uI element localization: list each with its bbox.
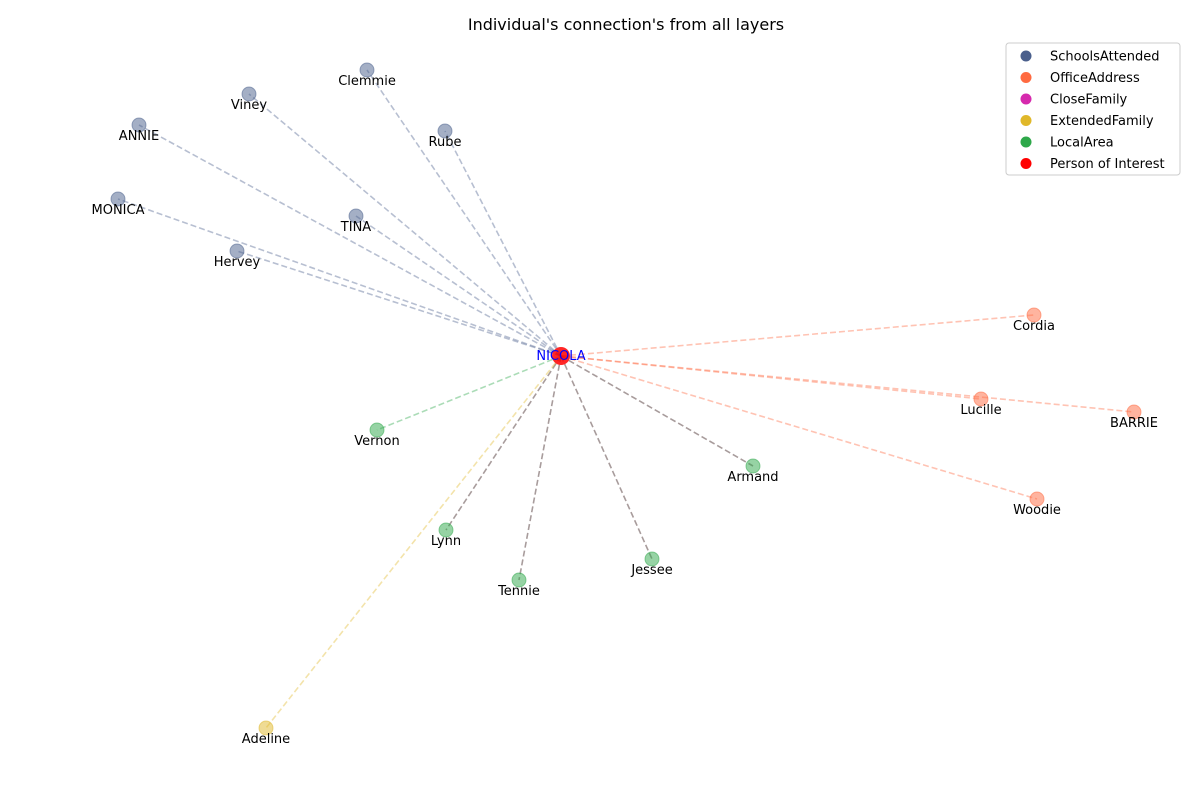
legend-label: Person of Interest (1050, 157, 1165, 172)
legend-item-person-of-interest: Person of Interest (1020, 157, 1165, 172)
node-label-lynn: Lynn (431, 534, 461, 549)
edge-jessee (560, 355, 653, 560)
edge-monica (117, 198, 562, 357)
node-tina (348, 208, 364, 224)
node-label-woodie: Woodie (1013, 503, 1061, 518)
node-label-adeline: Adeline (242, 732, 290, 747)
legend-marker (1020, 158, 1032, 169)
node-label-armand: Armand (727, 470, 778, 485)
node-hervey (229, 243, 245, 259)
edge-viney (248, 93, 562, 357)
legend-label: SchoolsAttended (1050, 50, 1160, 65)
legend-label: ExtendedFamily (1050, 114, 1154, 129)
legend-item-localarea: LocalArea (1020, 136, 1114, 151)
node-barrie (1126, 404, 1142, 420)
edge-hervey (236, 250, 562, 357)
edge-clemmie (366, 69, 562, 357)
node-monica (110, 191, 126, 207)
node-lucille (973, 391, 989, 407)
edge-tina (355, 215, 562, 357)
node-label-cordia: Cordia (1013, 319, 1055, 334)
node-armand (745, 458, 761, 474)
node-label-annie: ANNIE (119, 129, 159, 144)
node-label-clemmie: Clemmie (338, 74, 396, 89)
node-label-rube: Rube (429, 135, 462, 150)
legend-marker (1020, 72, 1032, 83)
node-adeline (258, 720, 274, 736)
node-woodie (1029, 491, 1045, 507)
legend-marker (1020, 115, 1032, 126)
node-clemmie (359, 62, 375, 78)
node-jessee (644, 551, 660, 567)
edge-tennie (518, 355, 562, 581)
edge-vernon (376, 355, 562, 431)
edge-rube (444, 130, 562, 357)
chart-title: Individual's connection's from all layer… (468, 15, 784, 34)
legend-item-extendedfamily: ExtendedFamily (1020, 114, 1154, 129)
node-center (552, 347, 570, 365)
node-vernon (369, 422, 385, 438)
edge-lucille (560, 355, 982, 400)
nodes (110, 62, 1142, 736)
edge-barrie (560, 355, 1135, 413)
node-label-tina: TINA (340, 220, 371, 235)
edge-annie (138, 124, 562, 357)
edge-lynn (445, 355, 562, 531)
edge-adeline (265, 355, 562, 729)
legend-label: LocalArea (1050, 136, 1114, 151)
legend-marker (1020, 136, 1032, 148)
legend-label: CloseFamily (1050, 93, 1128, 108)
legend: SchoolsAttendedOfficeAddressCloseFamilyE… (1005, 42, 1181, 176)
legend-marker (1020, 50, 1032, 62)
node-label-lucille: Lucille (960, 403, 1001, 418)
node-label-jessee: Jessee (630, 563, 672, 578)
node-rube (437, 123, 453, 139)
edge-woodie (560, 355, 1038, 500)
node-label-vernon: Vernon (354, 434, 399, 449)
node-viney (241, 86, 257, 102)
node-label-barrie: BARRIE (1110, 416, 1158, 431)
node-lynn (438, 522, 454, 538)
node-tennie (511, 572, 527, 588)
node-cordia (1026, 307, 1042, 323)
node-annie (131, 117, 147, 133)
node-label-viney: Viney (231, 98, 267, 113)
node-label-hervey: Hervey (214, 255, 261, 270)
edges (117, 69, 1135, 729)
legend-frame (1005, 42, 1181, 176)
node-label-tennie: Tennie (497, 584, 540, 599)
node-label-monica: MONICA (92, 203, 145, 218)
edge-cordia (560, 314, 1035, 357)
node-label-center: NICOLA (536, 349, 585, 364)
edge-armand (560, 355, 754, 467)
legend-marker (1020, 93, 1032, 105)
legend-item-officeaddress: OfficeAddress (1020, 71, 1140, 86)
legend-item-schoolsattended: SchoolsAttended (1020, 50, 1160, 65)
legend-label: OfficeAddress (1050, 71, 1140, 86)
legend-item-closefamily: CloseFamily (1020, 93, 1128, 108)
